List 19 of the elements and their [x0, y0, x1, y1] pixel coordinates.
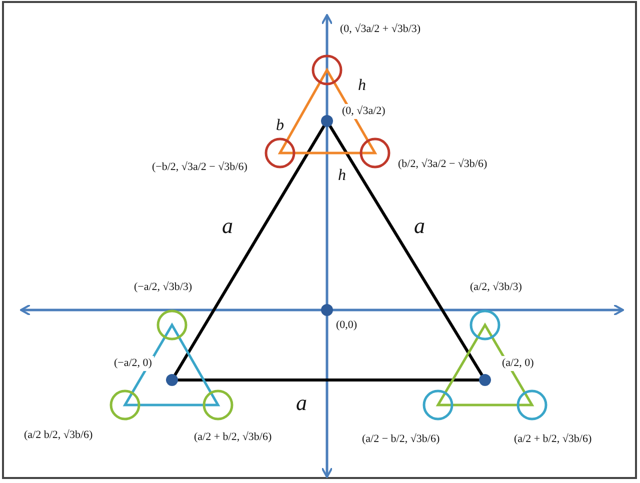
side-label: a [414, 215, 425, 237]
coordinate-label: (a/2 + b/2, √3b/6) [192, 430, 274, 446]
side-label: b [276, 118, 284, 134]
coordinate-label: (0, √3a/2 + √3b/3) [338, 22, 423, 38]
coordinate-label: (a/2 + b/2, √3b/6) [512, 432, 594, 448]
coordinate-label: (b/2, √3a/2 − √3b/6) [396, 157, 490, 172]
coordinate-label: (0,0) [334, 318, 360, 334]
coordinate-label: (a/2 b/2, √3b/6) [22, 428, 95, 444]
side-label: h [338, 168, 346, 184]
coordinate-label: (−b/2, √3a/2 − √3b/6) [150, 160, 250, 176]
side-label: a [296, 392, 307, 414]
coordinate-label: (0, √3a/2) [340, 104, 388, 120]
coordinate-label: (a/2 − b/2, √3b/6) [360, 432, 442, 448]
side-label: a [222, 215, 233, 237]
coordinate-label: (−a/2, 0) [112, 356, 154, 372]
coordinate-label: (a/2, √3b/3) [468, 280, 524, 296]
coordinate-label: (−a/2, √3b/3) [132, 280, 194, 296]
coordinate-label: (a/2, 0) [500, 356, 536, 372]
side-label: h [358, 78, 366, 94]
